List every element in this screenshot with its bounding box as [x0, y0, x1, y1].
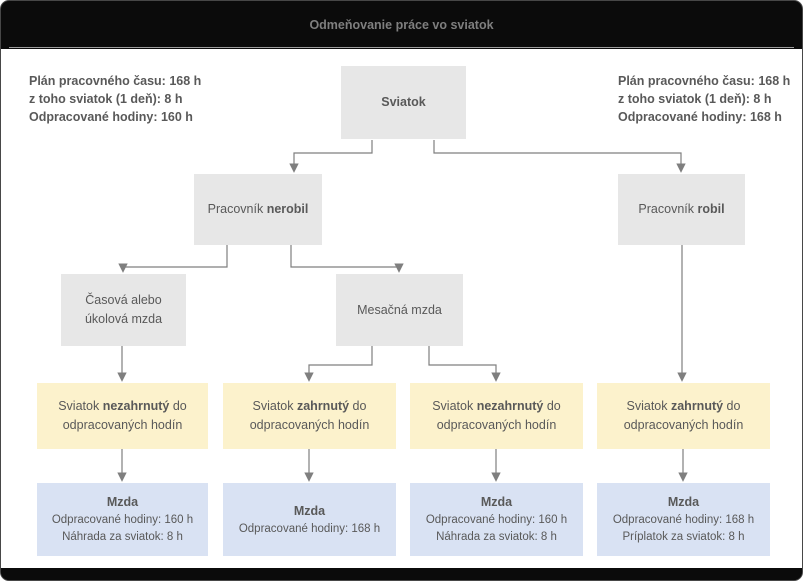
node-label-line: odpracovaných hodín: [436, 418, 557, 432]
node-label-line: odpracovaných hodín: [62, 418, 183, 432]
node-label-line: Sviatok zahrnutý do: [252, 399, 367, 413]
node-sviatok-nezahrnuty-1: Sviatok nezahrnutý do odpracovaných hodí…: [37, 383, 208, 449]
title-separator: [9, 47, 794, 48]
connector-nerobil-casova: [118, 245, 228, 273]
connector-nerobil-mesacna: [290, 245, 404, 273]
node-mzda-2: Mzda Odpracované hodiny: 168 h: [223, 483, 396, 556]
info-line: z toho sviatok (1 deň): 8 h: [29, 92, 183, 106]
node-label-line: Časová alebo: [85, 293, 162, 307]
node-pracovnik-nerobil: Pracovník nerobil: [194, 174, 322, 245]
node-label-line: Sviatok nezahrnutý do: [432, 399, 561, 413]
node-mzda-3: Mzda Odpracované hodiny: 160 h Náhrada z…: [410, 483, 583, 556]
node-pracovnik-robil: Pracovník robil: [618, 174, 745, 245]
node-casova-ukolova-mzda: Časová alebo úkolová mzda: [61, 274, 186, 346]
node-sviatok-zahrnuty-1: Sviatok zahrnutý do odpracovaných hodín: [223, 383, 396, 449]
node-label: Sviatok: [381, 95, 426, 109]
node-label-line: odpracovaných hodín: [623, 418, 744, 432]
node-detail-line: Náhrada za sviatok: 8 h: [62, 531, 183, 543]
node-sviatok-zahrnuty-2: Sviatok zahrnutý do odpracovaných hodín: [597, 383, 770, 449]
node-label-line: Sviatok zahrnutý do: [626, 399, 741, 413]
node-detail-line: Odpracované hodiny: 168 h: [612, 514, 755, 526]
bottom-bar: [1, 568, 802, 580]
info-line: Plán pracovného času: 168 h: [29, 74, 202, 88]
node-mzda-4: Mzda Odpracované hodiny: 168 h Príplatok…: [597, 483, 770, 556]
node-label: Mesačná mzda: [357, 302, 442, 317]
info-line: Plán pracovného času: 168 h: [618, 74, 791, 88]
node-label: Pracovník robil: [638, 202, 725, 216]
info-line: Odpracované hodiny: 168 h: [618, 110, 782, 124]
node-detail-line: Odpracované hodiny: 160 h: [51, 514, 194, 526]
node-sviatok: Sviatok: [341, 66, 466, 139]
info-line: Odpracované hodiny: 160 h: [29, 110, 193, 124]
node-title: Mzda: [293, 503, 326, 518]
node-sviatok-nezahrnuty-2: Sviatok nezahrnutý do odpracovaných hodí…: [410, 383, 583, 449]
node-detail-line: Príplatok za sviatok: 8 h: [622, 531, 745, 543]
info-line: z toho sviatok (1 deň): 8 h: [618, 92, 772, 106]
node-detail-line: Náhrada za sviatok: 8 h: [436, 531, 557, 543]
node-detail-line: Odpracované hodiny: 160 h: [425, 514, 568, 526]
node-title: Mzda: [480, 495, 513, 509]
diagram-title: Odmeňovanie práce vo sviatok: [309, 17, 494, 32]
node-label-line: úkolová mzda: [84, 312, 163, 326]
connector-mesacna-y2: [304, 346, 373, 382]
node-label: Pracovník nerobil: [207, 202, 309, 216]
connector-mesacna-y3: [428, 346, 501, 382]
connector-sviatok-nerobil: [289, 140, 373, 173]
node-mzda-1: Mzda Odpracované hodiny: 160 h Náhrada z…: [37, 483, 208, 556]
node-mesacna-mzda: Mesačná mzda: [336, 274, 463, 346]
node-title: Mzda: [106, 495, 139, 509]
info-block-right: Plán pracovného času: 168 h z toho sviat…: [618, 72, 790, 126]
info-block-left: Plán pracovného času: 168 h z toho sviat…: [29, 72, 201, 126]
node-detail-line: Odpracované hodiny: 168 h: [238, 522, 381, 535]
title-bar: Odmeňovanie práce vo sviatok: [1, 1, 802, 48]
node-label-line: Sviatok nezahrnutý do: [58, 399, 187, 413]
connector-sviatok-robil: [433, 140, 686, 173]
node-label-line: odpracovaných hodín: [249, 418, 370, 432]
node-title: Mzda: [667, 495, 700, 509]
